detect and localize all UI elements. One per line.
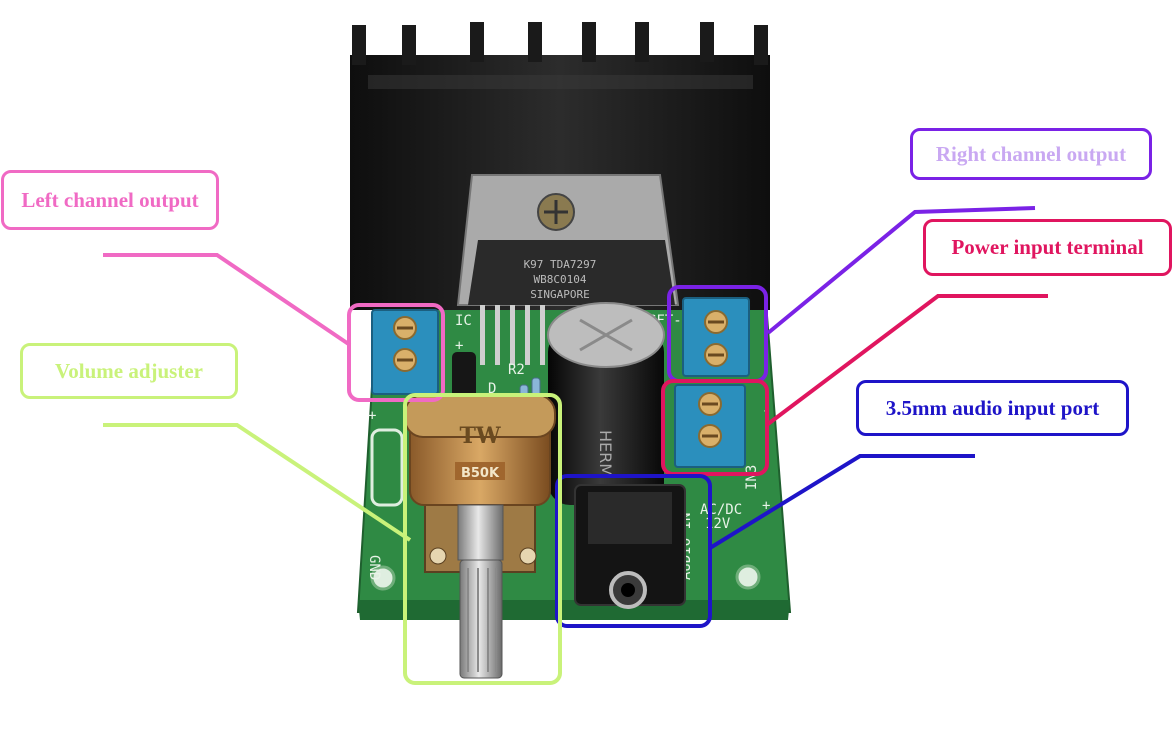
silk-gnd: GND [366,555,382,580]
amplifier-chip: K97 TDA7297 WB8C0104 SINGAPORE [456,174,680,365]
mount-hole [370,565,396,591]
leader-right-channel [766,206,1036,335]
silk-d: D [488,381,496,397]
leader-power [766,294,1048,426]
silk-in3: IN3 [744,465,760,490]
silk-plus-ic: + [455,338,463,354]
chip-marking-2: WB8C0104 [534,273,587,286]
right-terminal-block [682,297,750,377]
silk-r2: R2 [508,362,525,378]
audio-jack [574,484,686,609]
cap-marking: HERM [596,430,615,477]
power-terminal-block [674,384,746,468]
leader-audio [708,454,975,550]
highlight-power [661,379,769,476]
chip-marking-1: K97 TDA7297 [524,258,597,271]
silk-plus: + [762,498,770,514]
highlight-left-channel [347,303,445,402]
silk-plus-left: + [368,408,376,424]
label-left-channel-output: Left channel output [1,170,219,230]
pot-brand-mark: TW [459,423,500,449]
label-power-input-terminal: Power input terminal [923,219,1172,276]
label-right-channel-output: Right channel output [910,128,1152,180]
pot-value-text: B50K [461,466,500,481]
electrolytic-capacitor: HERM [547,302,665,505]
silk-ic: IC [455,313,472,329]
potentiometer: TW B50K [404,394,556,679]
highlight-audio [555,474,712,628]
chip-marking-3: SINGAPORE [530,288,590,301]
left-terminal-block [371,309,439,395]
leader-left-channel [103,253,352,347]
label-audio-input-port: 3.5mm audio input port [856,380,1129,436]
leader-volume [103,423,412,542]
mount-hole [735,564,761,590]
label-volume-adjuster: Volume adjuster [20,343,238,399]
